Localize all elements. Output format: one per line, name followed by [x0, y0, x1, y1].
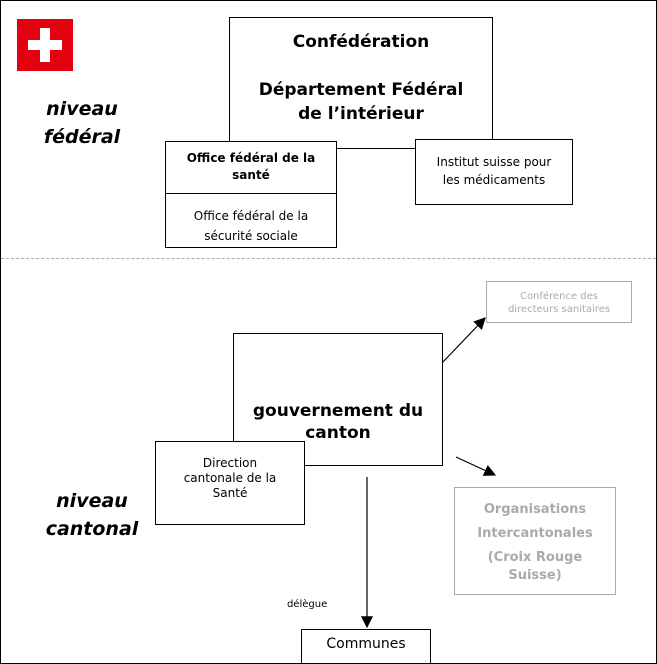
- communes-box: Communes: [301, 629, 431, 663]
- department-title: Département Fédéral de l’intérieur: [258, 80, 464, 124]
- arrow-to-organisations: [455, 456, 497, 476]
- arrow-to-conference: [441, 317, 486, 364]
- medicines-institute-box: Institut suisse pour les médicaments: [415, 139, 573, 205]
- delegates-label: délègue: [287, 599, 328, 610]
- health-direction-box: Direction cantonale de la Santé: [155, 441, 305, 525]
- confederation-title: Confédération: [292, 32, 430, 52]
- level-divider: [1, 258, 656, 259]
- conference-box: Conférence des directeurs sanitaires: [486, 281, 632, 323]
- federal-level-label: niveau fédéral: [43, 98, 121, 148]
- social-office-box: Office fédéral de la sécurité sociale: [165, 193, 337, 248]
- cantonal-level-label: niveau cantonal: [45, 490, 139, 540]
- organisations-box: Organisations Intercantonales (Croix Rou…: [454, 487, 616, 595]
- confederation-department-box: Confédération Département Fédéral de l’i…: [229, 17, 493, 149]
- swiss-flag-icon: [17, 19, 73, 71]
